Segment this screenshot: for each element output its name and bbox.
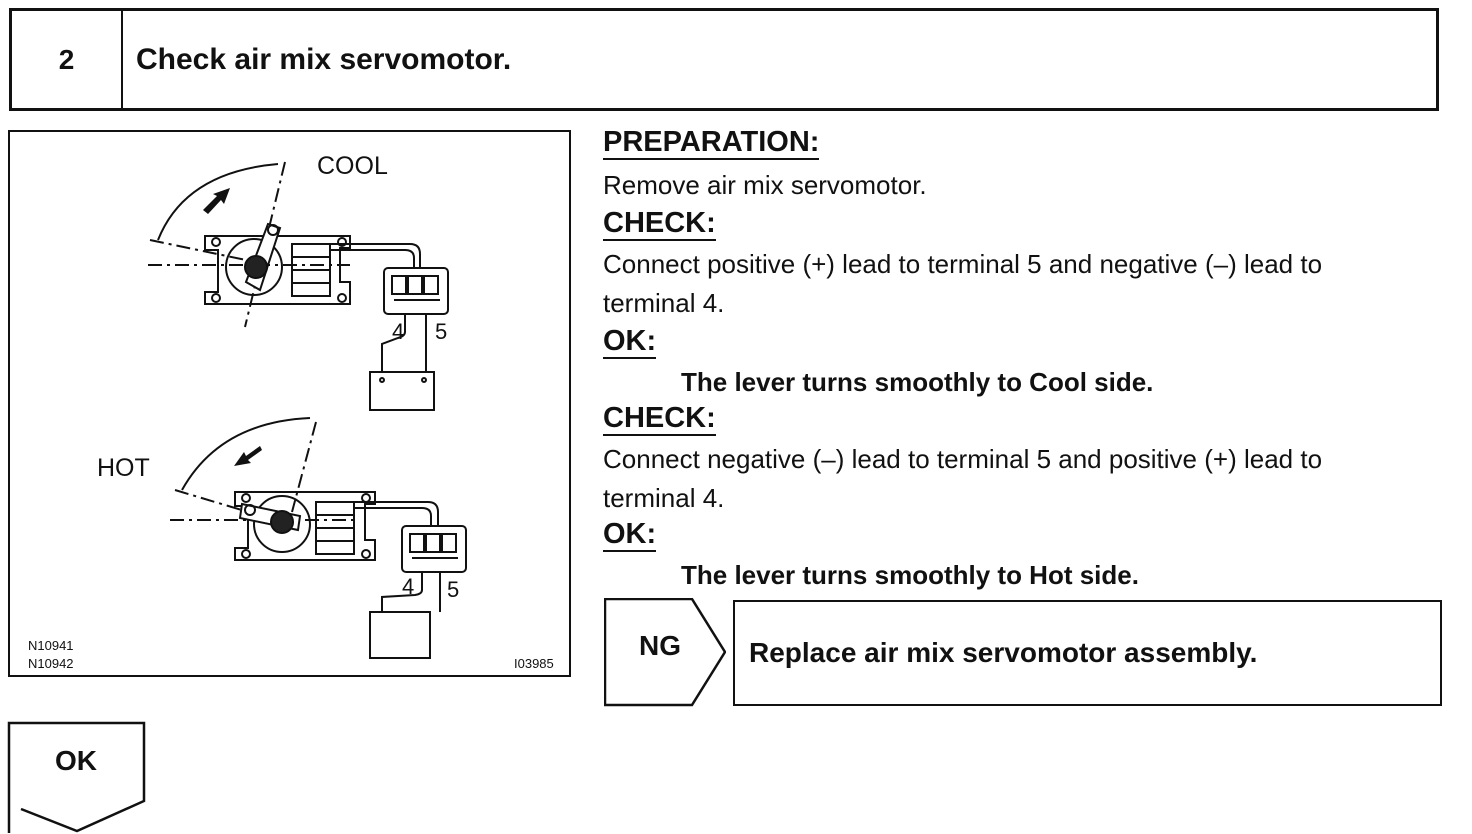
check-text-1-line-2: terminal 4. xyxy=(603,288,725,318)
cool-label: COOL xyxy=(317,152,388,180)
check-text-2-line-2: terminal 4. xyxy=(603,483,725,513)
terminal-4-label-hot: 4 xyxy=(402,574,415,599)
figure-code-3: I03985 xyxy=(514,656,554,671)
cool-start-line xyxy=(149,239,266,265)
cool-direction-arrow xyxy=(203,188,230,214)
preparation-heading: PREPARATION: xyxy=(603,126,820,160)
cool-rotation-arc xyxy=(157,163,279,241)
step-title: Check air mix servomotor. xyxy=(136,42,512,76)
ok-heading-2: OK: xyxy=(603,518,657,552)
check-text-1-line-1: Connect positive (+) lead to terminal 5 … xyxy=(603,249,1323,279)
hot-limit-line xyxy=(291,421,317,513)
figure-code-2: N10942 xyxy=(28,656,74,671)
ok-arrow-shape xyxy=(7,721,146,833)
terminal-5-label-cool: 5 xyxy=(435,319,448,344)
hot-label: HOT xyxy=(97,454,150,482)
check-heading-1: CHECK: xyxy=(603,207,716,241)
ng-label: NG xyxy=(639,630,681,661)
ng-arrow-shape xyxy=(604,598,726,707)
step-header: 2 Check air mix servomotor. xyxy=(9,8,1439,111)
servomotor-diagram xyxy=(148,161,467,659)
figure-code-1: N10941 xyxy=(28,638,74,653)
preparation-text: Remove air mix servomotor. xyxy=(603,170,927,200)
ok-result-2: The lever turns smoothly to Hot side. xyxy=(681,560,1139,590)
hot-rotation-arc xyxy=(181,417,311,491)
hot-connector xyxy=(401,525,467,573)
check-heading-2: CHECK: xyxy=(603,402,716,436)
ok-heading-1: OK: xyxy=(603,325,657,359)
hot-battery xyxy=(369,611,431,659)
cool-housing xyxy=(204,235,351,305)
hot-direction-arrow xyxy=(234,446,262,466)
check-text-2-line-1: Connect negative (–) lead to terminal 5 … xyxy=(603,444,1323,474)
servomotor-illustration: COOL HOT 4 5 4 5 N10941 N10942 I03985 xyxy=(8,130,571,677)
ok-tab-label: OK xyxy=(55,745,97,776)
ok-result-1: The lever turns smoothly to Cool side. xyxy=(681,367,1154,397)
ng-action: Replace air mix servomotor assembly. xyxy=(733,600,1442,706)
cool-connector xyxy=(383,267,449,315)
terminal-4-label-cool: 4 xyxy=(392,319,405,344)
step-number: 2 xyxy=(12,11,123,108)
terminal-5-label-hot: 5 xyxy=(447,577,460,602)
cool-battery xyxy=(369,371,435,411)
